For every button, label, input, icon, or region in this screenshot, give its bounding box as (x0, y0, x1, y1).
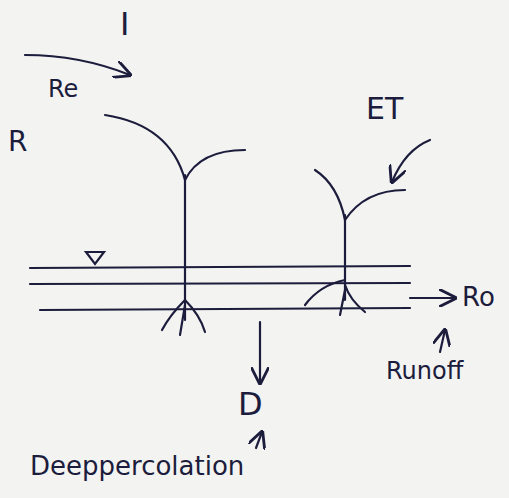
runoff-symbol: Ro (462, 283, 495, 313)
rain-effective-label: Re (48, 76, 78, 104)
ground-line (40, 308, 410, 310)
pointer-arrow (440, 330, 445, 352)
plant-leaf (315, 170, 345, 220)
runoff-arrow (410, 297, 455, 299)
ground-line (30, 266, 410, 268)
rain-label: R (8, 126, 27, 158)
irrigation-label: I (120, 6, 129, 43)
water-table-symbol (86, 252, 104, 264)
et-label: ET (366, 92, 403, 127)
plant-leaf (105, 115, 185, 180)
plant-leaf (185, 150, 245, 180)
runoff-label: Runoff (386, 358, 463, 386)
ground-line (30, 283, 410, 284)
plant-stem (184, 175, 186, 320)
irrigation-arrow (25, 55, 130, 75)
et-arrow (392, 140, 430, 182)
plant-leaf (345, 190, 405, 220)
plant-roots (162, 300, 205, 335)
plant-roots (305, 280, 365, 315)
percolation-symbol: D (238, 386, 263, 423)
percolation-arrow (259, 322, 261, 383)
percolation-label: Deeppercolation (30, 452, 244, 482)
pointer-arrow (256, 432, 262, 448)
